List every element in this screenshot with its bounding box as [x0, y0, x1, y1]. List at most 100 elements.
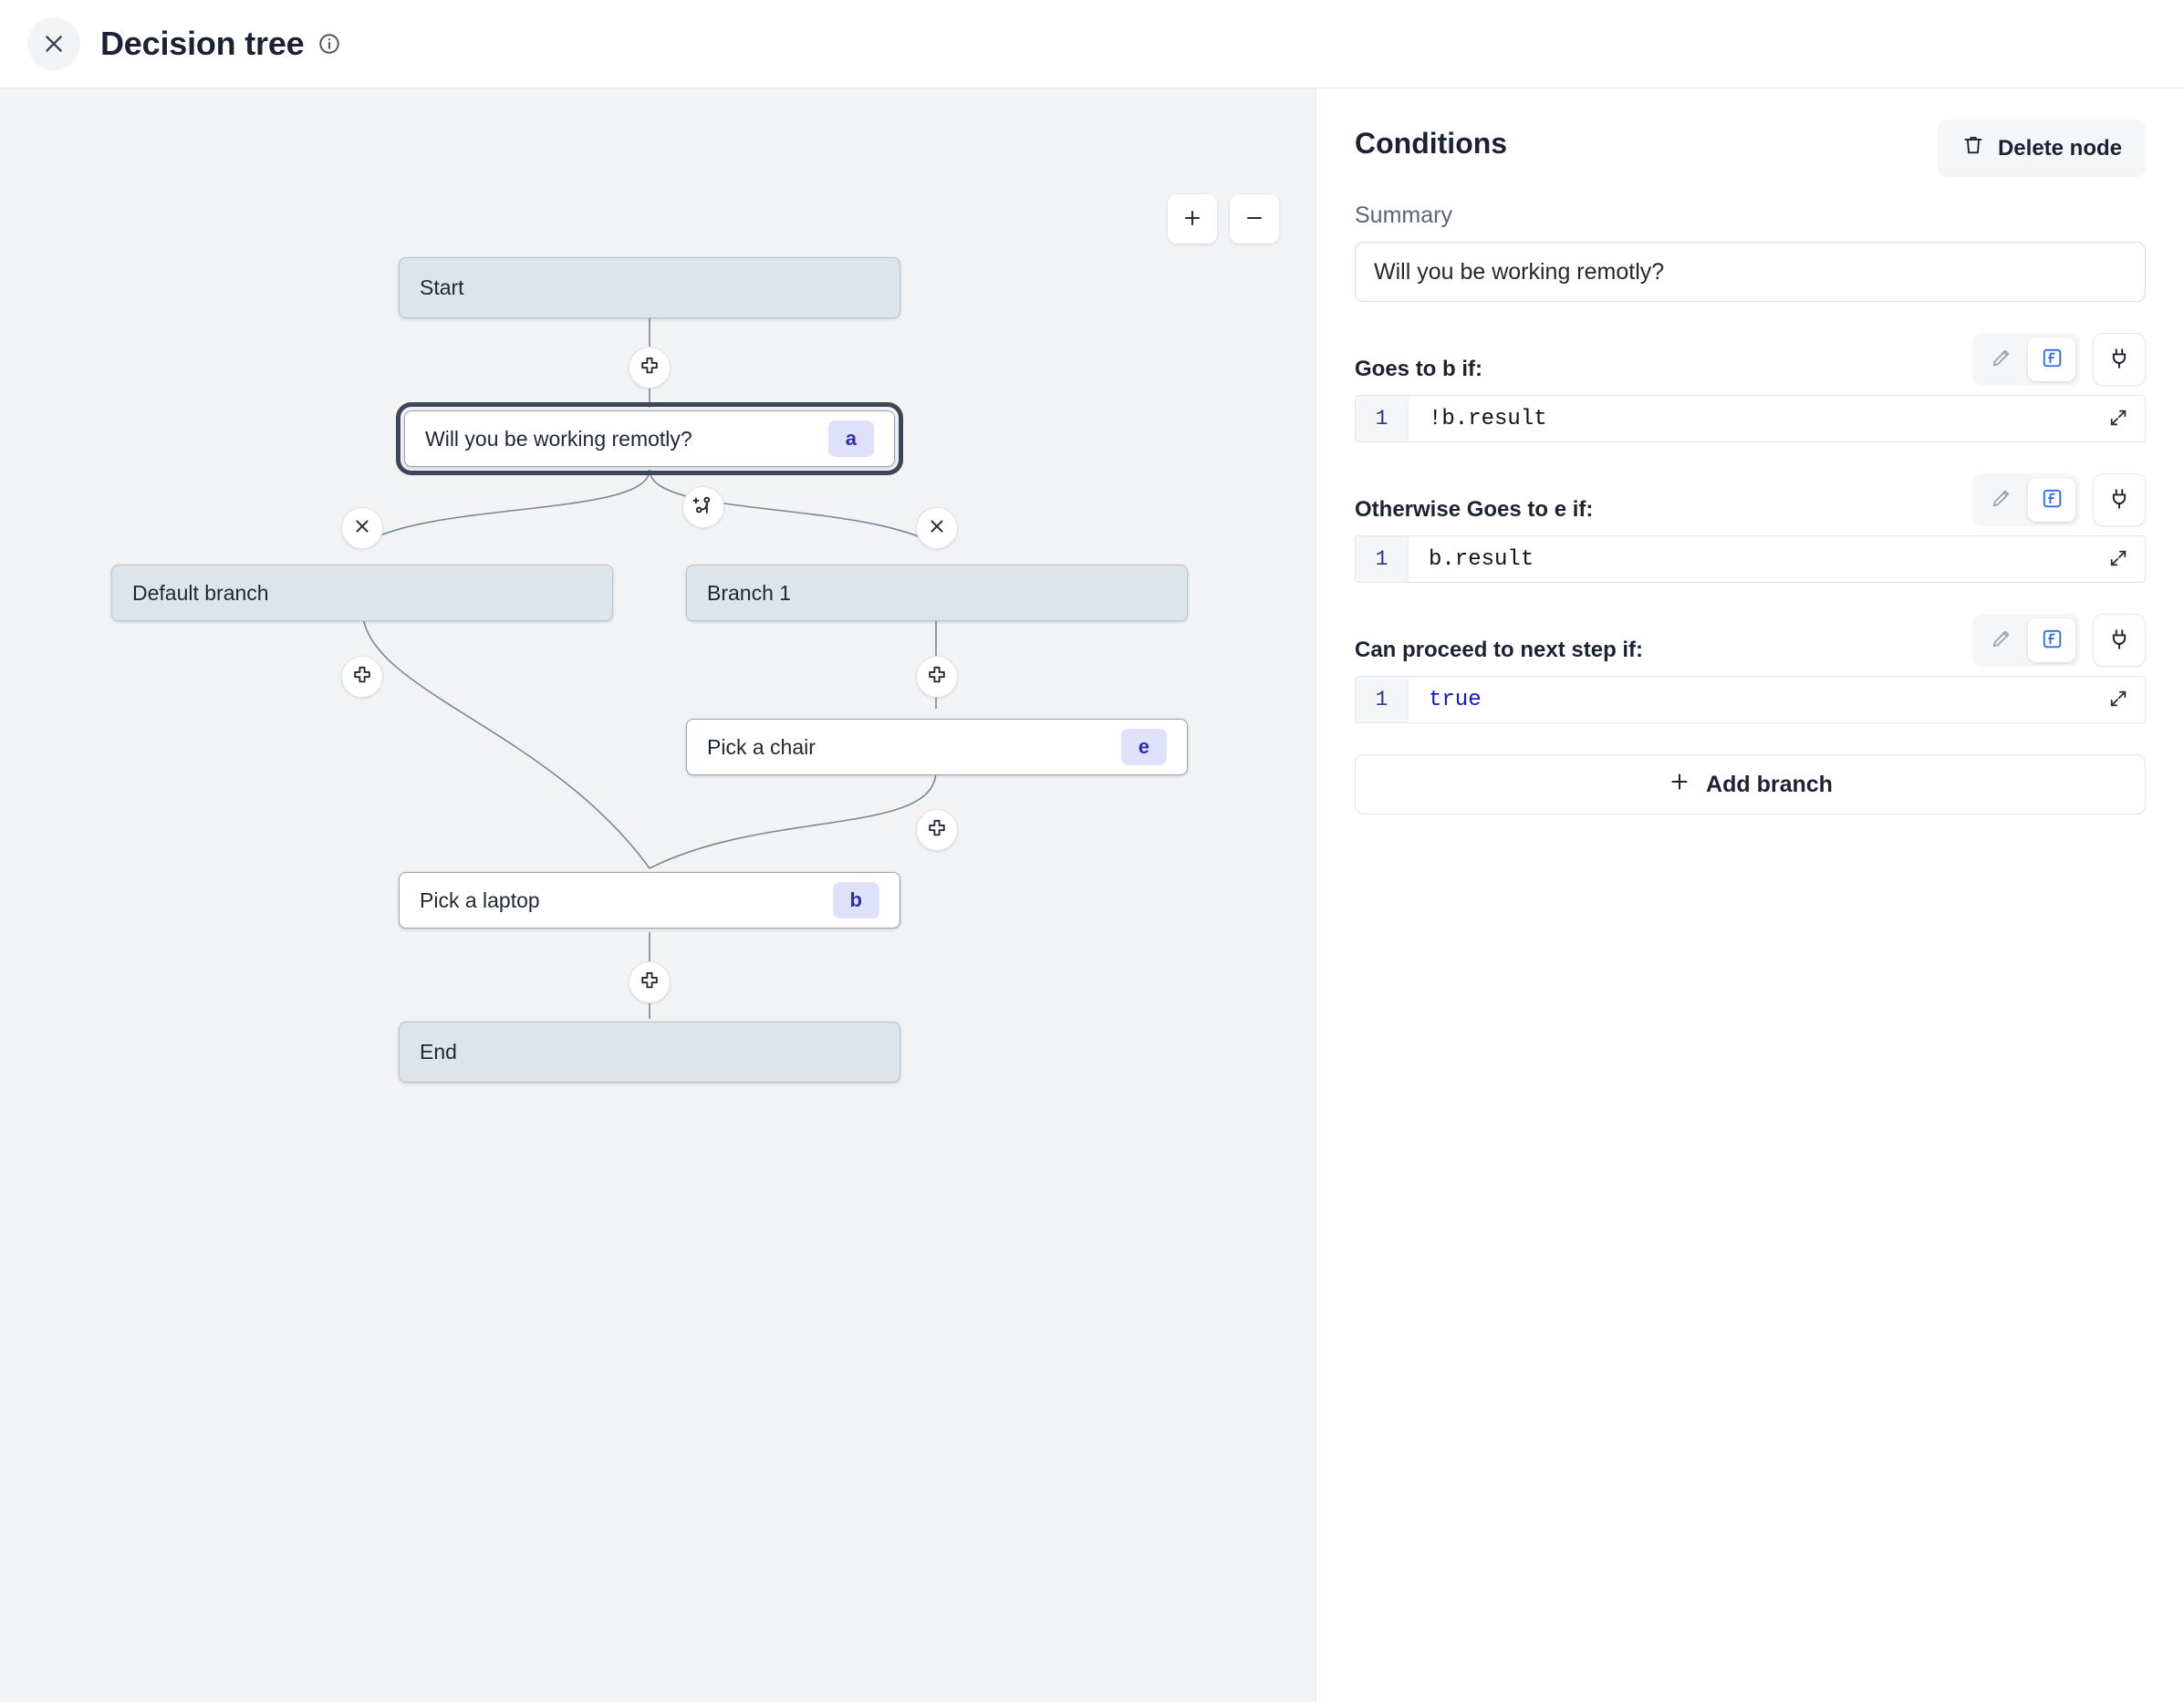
info-icon[interactable] [317, 32, 341, 56]
node-label: Pick a chair [707, 734, 816, 759]
node-label: Will you be working remotly? [425, 426, 692, 451]
title-wrap: Decision tree [100, 25, 341, 63]
expand-editor-button[interactable] [2099, 540, 2137, 578]
plus-icon [925, 663, 949, 691]
remove-branch-handle-branch1[interactable] [916, 507, 958, 549]
panel-header: Conditions Delete node [1355, 119, 2146, 177]
condition-label: Can proceed to next step if: [1355, 638, 1644, 662]
function-icon [2041, 347, 2064, 372]
delete-node-button[interactable]: Delete node [1937, 119, 2146, 177]
node-will-you-be-working-remotly[interactable]: Will you be working remotly? a [396, 402, 903, 475]
code-editor-goes-to-b[interactable]: 1 !b.result [1355, 395, 2146, 442]
node-badge: a [827, 420, 874, 457]
line-number: 1 [1356, 677, 1409, 722]
pencil-mode-button[interactable] [1977, 478, 2024, 522]
function-mode-button[interactable] [2028, 618, 2075, 662]
trash-icon [1961, 133, 1985, 163]
node-label: Branch 1 [707, 580, 792, 605]
zoom-out-button[interactable] [1230, 194, 1279, 244]
plus-icon [1181, 207, 1203, 232]
expand-editor-button[interactable] [2099, 400, 2137, 438]
condition-header: Goes to b if: [1355, 333, 2146, 386]
expand-icon [2108, 408, 2128, 431]
plus-icon [1668, 770, 1691, 800]
pencil-icon [1990, 347, 2012, 372]
condition-block-can-proceed: Can proceed to next step if: [1355, 614, 2146, 723]
panel-title: Conditions [1355, 127, 1508, 160]
connect-plug-button[interactable] [2093, 473, 2146, 526]
plug-icon [2107, 347, 2131, 373]
node-label: Pick a laptop [420, 887, 540, 912]
code-text[interactable]: !b.result [1429, 406, 1547, 431]
top-bar: Decision tree [0, 0, 2184, 88]
delete-node-label: Delete node [1997, 135, 2122, 161]
summary-label: Summary [1355, 202, 1452, 228]
function-mode-button[interactable] [2028, 478, 2075, 522]
remove-branch-handle-default[interactable] [341, 507, 383, 549]
close-button[interactable] [27, 17, 80, 70]
expand-editor-button[interactable] [2099, 680, 2137, 719]
editor-mode-toggle [1972, 614, 2080, 667]
close-icon [927, 516, 947, 541]
branch-plus-icon [692, 493, 715, 522]
node-end[interactable]: End [399, 1022, 900, 1083]
close-icon [42, 32, 66, 56]
node-pick-a-chair[interactable]: Pick a chair e [686, 719, 1188, 775]
conditions-panel: Conditions Delete node Summary Goes to b… [1316, 88, 2184, 1702]
line-number: 1 [1356, 396, 1409, 441]
add-node-handle-after-branch-1[interactable] [916, 656, 958, 698]
condition-tools [1972, 614, 2146, 667]
node-default-branch[interactable]: Default branch [111, 565, 613, 621]
add-node-handle-after-pick-a-laptop[interactable] [629, 961, 671, 1003]
pencil-mode-button[interactable] [1977, 337, 2024, 381]
node-pick-a-laptop[interactable]: Pick a laptop b [399, 872, 900, 929]
condition-tools [1972, 333, 2146, 386]
node-label: Start [420, 275, 464, 299]
expand-icon [2108, 689, 2128, 711]
add-node-handle-after-pick-a-chair[interactable] [916, 809, 958, 851]
condition-block-otherwise-goes-to-e: Otherwise Goes to e if: [1355, 473, 2146, 583]
line-number: 1 [1356, 536, 1409, 582]
page-title: Decision tree [100, 25, 305, 62]
plus-icon [925, 816, 949, 845]
function-icon [2041, 487, 2064, 513]
node-branch-1[interactable]: Branch 1 [686, 565, 1188, 621]
add-node-handle-after-start[interactable] [629, 347, 671, 389]
flow-canvas[interactable]: Start Will you be working remotly? a Def… [0, 88, 1316, 1702]
add-branch-label: Add branch [1706, 771, 1833, 797]
code-editor-can-proceed[interactable]: 1 true [1355, 676, 2146, 723]
pencil-icon [1990, 628, 2012, 653]
plus-icon [638, 354, 661, 382]
function-mode-button[interactable] [2028, 337, 2075, 381]
zoom-controls [1168, 194, 1279, 244]
condition-block-goes-to-b: Goes to b if: [1355, 333, 2146, 442]
condition-tools [1972, 473, 2146, 526]
zoom-in-button[interactable] [1168, 194, 1217, 244]
condition-label: Otherwise Goes to e if: [1355, 497, 1594, 522]
function-icon [2041, 628, 2064, 653]
condition-label: Goes to b if: [1355, 357, 1482, 381]
node-start[interactable]: Start [399, 257, 900, 318]
code-editor-otherwise-goes-to-e[interactable]: 1 b.result [1355, 535, 2146, 583]
code-text[interactable]: b.result [1429, 546, 1534, 572]
summary-input[interactable] [1355, 242, 2146, 302]
graph: Start Will you be working remotly? a Def… [0, 88, 1316, 1702]
plus-icon [350, 663, 374, 691]
editor-mode-toggle [1972, 333, 2080, 386]
condition-header: Can proceed to next step if: [1355, 614, 2146, 667]
plug-icon [2107, 487, 2131, 514]
code-text[interactable]: true [1429, 687, 1482, 712]
add-branch-button[interactable]: Add branch [1355, 754, 2146, 815]
condition-header: Otherwise Goes to e if: [1355, 473, 2146, 526]
pencil-mode-button[interactable] [1977, 618, 2024, 662]
connect-plug-button[interactable] [2093, 614, 2146, 667]
add-branch-handle[interactable] [682, 486, 724, 528]
pencil-icon [1990, 487, 2012, 513]
node-badge: e [1120, 729, 1167, 765]
close-icon [352, 516, 372, 541]
expand-icon [2108, 548, 2128, 571]
connect-plug-button[interactable] [2093, 333, 2146, 386]
node-badge: b [832, 882, 879, 918]
add-node-handle-after-default-branch[interactable] [341, 656, 383, 698]
editor-mode-toggle [1972, 473, 2080, 526]
